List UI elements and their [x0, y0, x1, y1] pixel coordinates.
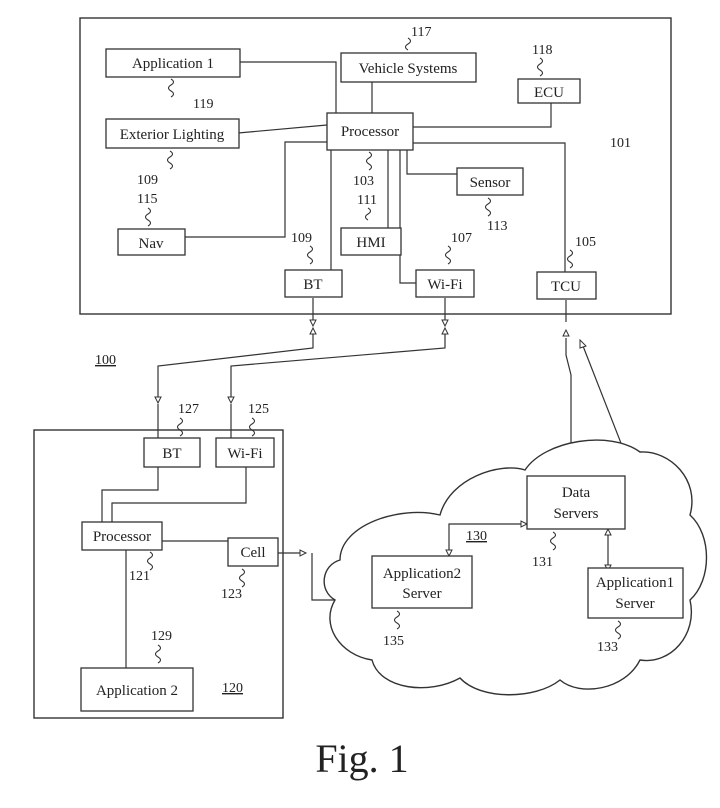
exterior-lighting-label: Exterior Lighting — [120, 127, 225, 143]
leader-hmi — [364, 207, 372, 221]
ref-cloud: 130 — [466, 529, 487, 544]
app2-server-label-line2: Server — [402, 586, 441, 602]
ref-sensor: 113 — [487, 219, 507, 234]
app1-server-label-line1: Application1 — [596, 575, 674, 591]
leader-sensor — [484, 197, 492, 217]
ref-mobile-wifi: 125 — [248, 402, 269, 417]
processor-label: Processor — [341, 124, 399, 140]
leader-nav — [144, 207, 152, 227]
vehicle-bt-box — [284, 269, 343, 298]
vehicle-systems-label: Vehicle Systems — [359, 61, 458, 77]
figure-caption: Fig. 1 — [315, 736, 408, 781]
ref-vehicle-systems: 117 — [411, 25, 431, 40]
ref-exterior-lighting: 109 — [137, 173, 158, 188]
vehicle-wifi-label: Wi-Fi — [427, 277, 462, 293]
processor-box — [326, 112, 414, 151]
hmi-label: HMI — [356, 235, 385, 251]
vehicle-bt-label: BT — [303, 277, 322, 293]
ref-cell: 123 — [221, 587, 242, 602]
application2-box — [80, 667, 194, 712]
sensor-label: Sensor — [470, 175, 511, 191]
leader-data-servers — [549, 531, 557, 551]
sensor-box — [456, 167, 524, 196]
ecu-box — [517, 78, 581, 104]
application1-box — [105, 48, 241, 78]
leader-application2 — [154, 644, 162, 664]
vehicle-wifi-box — [415, 269, 475, 298]
data-servers-box — [526, 475, 626, 530]
ecu-label: ECU — [534, 85, 564, 101]
leader-ecu — [536, 57, 544, 77]
nav-label: Nav — [139, 236, 164, 252]
leader-tcu — [566, 249, 574, 269]
mobile-connections — [101, 404, 247, 668]
hmi-box — [340, 227, 402, 256]
exterior-lighting-box — [105, 118, 240, 149]
leader-app2-server — [393, 610, 401, 630]
tcu-label: TCU — [551, 279, 581, 295]
app2-server-label-line1: Application2 — [383, 566, 461, 582]
leader-application1 — [167, 78, 175, 98]
ref-mobile-frame: 120 — [222, 681, 243, 696]
tcu-box — [536, 271, 597, 300]
data-servers-label-line1: Data — [562, 485, 591, 501]
data-servers-label-line2: Servers — [554, 506, 599, 522]
vehicle-system-frame — [79, 17, 672, 315]
ref-mobile-bt: 127 — [178, 402, 199, 417]
leader-vehicle-bt — [306, 245, 314, 265]
leader-mobile-bt — [176, 417, 184, 437]
ref-vehicle-wifi: 107 — [451, 231, 472, 246]
application2-label: Application 2 — [96, 683, 178, 699]
ref-app1-server: 133 — [597, 640, 618, 655]
mobile-bt-box — [143, 437, 201, 468]
mobile-wifi-label: Wi-Fi — [227, 446, 262, 462]
leader-vehicle-wifi — [444, 245, 452, 265]
ref-nav: 115 — [137, 192, 157, 207]
leader-mobile-wifi — [248, 417, 256, 437]
ref-tcu: 105 — [575, 235, 596, 250]
mobile-wifi-box — [215, 437, 275, 468]
ref-vehicle-bt: 109 — [291, 231, 312, 246]
vehicle-connections — [185, 61, 566, 284]
leader-cell — [238, 568, 246, 588]
leader-mobile-processor — [146, 551, 154, 571]
ref-vehicle-frame: 101 — [610, 136, 631, 151]
mobile-processor-label: Processor — [93, 529, 151, 545]
nav-box — [117, 228, 186, 256]
leader-vehicle-systems — [404, 37, 412, 51]
app2-server-box — [371, 555, 473, 609]
leader-processor — [365, 151, 373, 171]
cell-box — [227, 537, 279, 567]
ref-application1: 119 — [193, 97, 213, 112]
cell-label: Cell — [241, 545, 266, 561]
mobile-processor-box — [81, 521, 163, 551]
ref-app2-server: 135 — [383, 634, 404, 649]
leader-app1-server — [614, 620, 622, 640]
vehicle-systems-box — [340, 52, 477, 83]
leader-exterior-lighting — [166, 150, 174, 170]
ref-application2: 129 — [151, 629, 172, 644]
ref-system: 100 — [95, 353, 116, 368]
app1-server-label-line2: Server — [615, 596, 654, 612]
ref-mobile-processor: 121 — [129, 569, 150, 584]
ref-processor: 103 — [353, 174, 374, 189]
mobile-bt-label: BT — [162, 446, 181, 462]
ref-ecu: 118 — [532, 43, 552, 58]
ref-data-servers: 131 — [532, 555, 553, 570]
application1-label: Application 1 — [132, 56, 214, 72]
ref-hmi: 111 — [357, 193, 377, 208]
app1-server-box — [587, 567, 684, 619]
